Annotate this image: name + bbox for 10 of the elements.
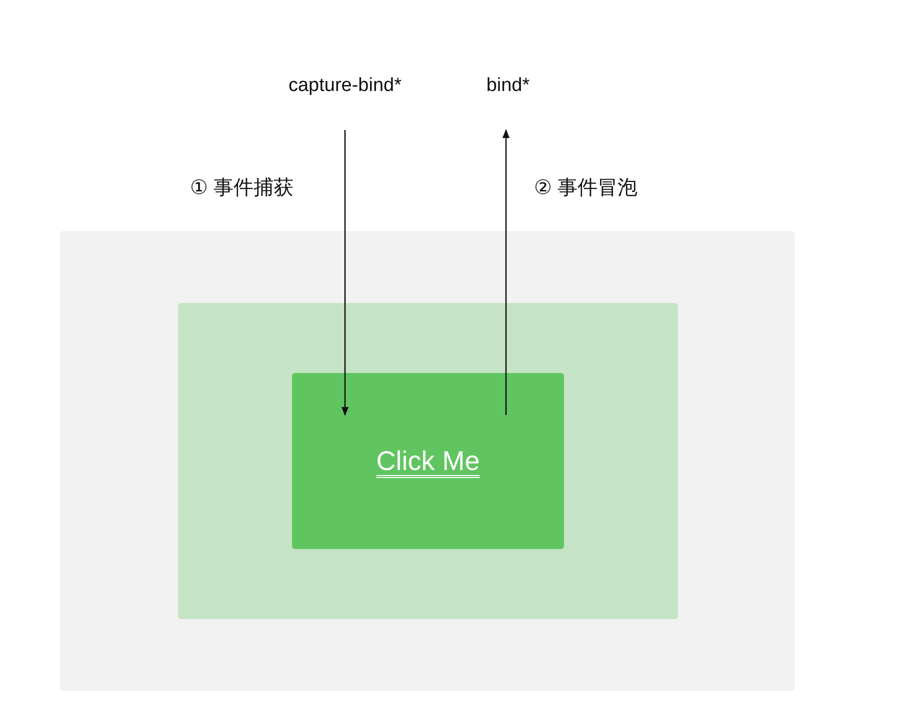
handler-label: capture-bind*	[265, 72, 425, 100]
click-me-panel	[292, 373, 564, 549]
arrow	[341, 130, 349, 416]
arrow	[502, 129, 510, 415]
outer-panel	[60, 231, 795, 691]
middle-panel	[178, 303, 678, 619]
handler-label: bind*	[478, 72, 538, 100]
phase-label: ② 事件冒泡	[534, 176, 638, 201]
link-text: Click Me	[376, 446, 480, 476]
phase-label: ① 事件捕获	[190, 176, 294, 201]
